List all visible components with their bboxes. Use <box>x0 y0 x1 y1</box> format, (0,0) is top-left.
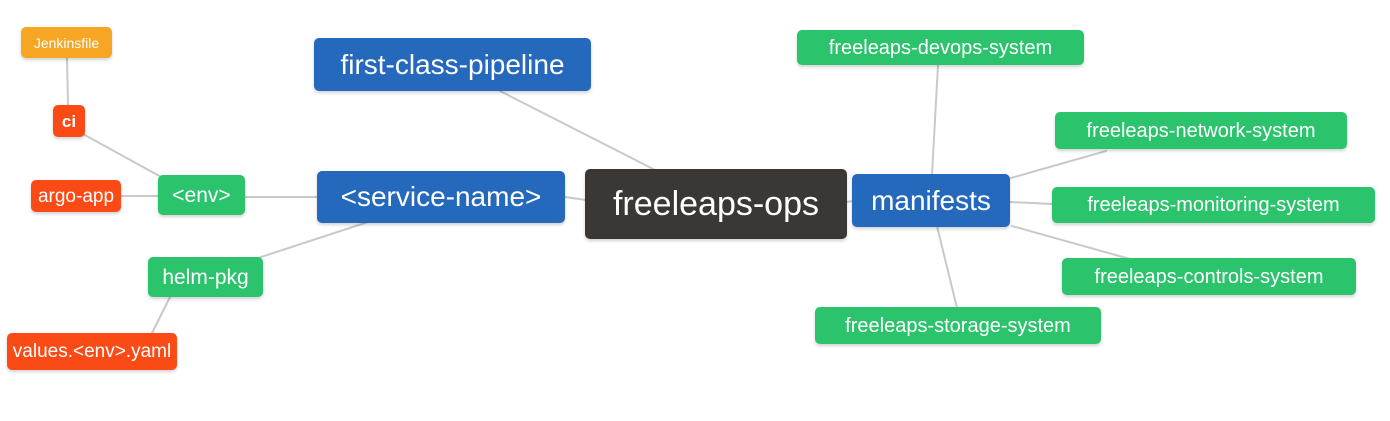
edge-manifests-network <box>1010 150 1107 179</box>
node-manifests[interactable]: manifests <box>852 174 1010 227</box>
node-jenkinsfile[interactable]: Jenkinsfile <box>21 27 112 58</box>
edge-jenkinsfile-ci <box>66 57 69 106</box>
node-argo-app[interactable]: argo-app <box>31 180 121 212</box>
edge-helm-pkg-service-name <box>257 221 369 259</box>
node-freeleaps-ops[interactable]: freeleaps-ops <box>585 169 847 239</box>
node-service-name[interactable]: <service-name> <box>317 171 565 223</box>
node-network-system[interactable]: freeleaps-network-system <box>1055 112 1347 149</box>
node-controls-system[interactable]: freeleaps-controls-system <box>1062 258 1356 295</box>
node-helm-pkg[interactable]: helm-pkg <box>148 257 263 297</box>
node-ci[interactable]: ci <box>53 105 85 137</box>
node-env[interactable]: <env> <box>158 175 245 215</box>
edge-ci-env <box>82 133 164 179</box>
edge-pipeline-ops <box>499 90 658 172</box>
edge-ops-manifests <box>845 200 854 203</box>
node-storage-system[interactable]: freeleaps-storage-system <box>815 307 1101 344</box>
edge-manifests-devops <box>931 64 939 176</box>
edge-manifests-controls <box>1011 225 1131 260</box>
node-values-env-yaml[interactable]: values.<env>.yaml <box>7 333 177 370</box>
node-monitoring-system[interactable]: freeleaps-monitoring-system <box>1052 187 1375 223</box>
edge-manifests-storage <box>936 225 958 309</box>
edge-service-name-ops <box>564 196 587 201</box>
node-first-class-pipeline[interactable]: first-class-pipeline <box>314 38 591 91</box>
node-devops-system[interactable]: freeleaps-devops-system <box>797 30 1084 65</box>
edge-manifests-monitoring <box>1009 201 1054 205</box>
edge-values-helm-pkg <box>151 296 171 334</box>
